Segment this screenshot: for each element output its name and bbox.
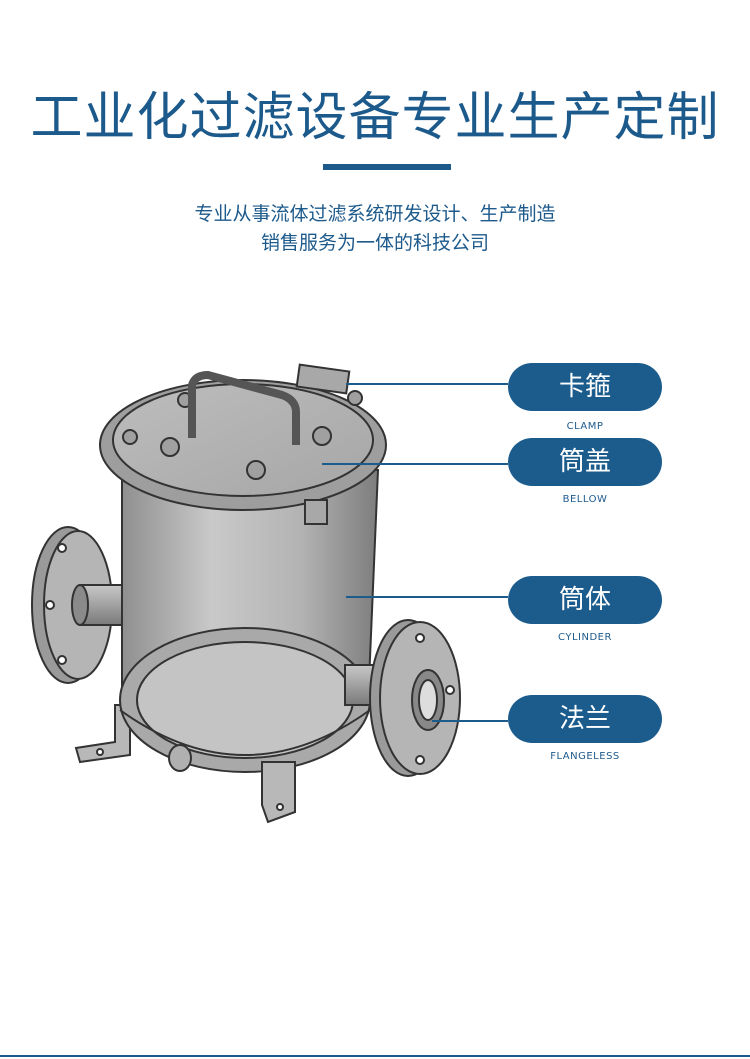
label-clamp: 卡箍 xyxy=(508,363,662,411)
caption-flange: FLANGELESS xyxy=(550,751,620,762)
page-title: 工业化过滤设备专业生产定制 xyxy=(30,88,720,148)
caption-clamp: CLAMP xyxy=(566,421,604,432)
subtitle-line-2: 销售服务为一体的科技公司 xyxy=(260,232,489,254)
left-flange xyxy=(31,526,136,684)
front-leg xyxy=(261,761,296,824)
drain-port xyxy=(168,744,192,772)
caption-bellow: BELLOW xyxy=(562,494,608,505)
right-flange xyxy=(344,619,461,777)
title-underline xyxy=(323,164,451,170)
cylinder-body xyxy=(119,469,380,773)
label-cylinder: 筒体 xyxy=(508,576,662,624)
subtitle-line-1: 专业从事流体过滤系统研发设计、生产制造 xyxy=(194,203,556,225)
bottom-divider xyxy=(0,1055,750,1057)
leader-lines xyxy=(322,383,508,722)
lid xyxy=(99,363,387,525)
caption-cylinder: CYLINDER xyxy=(558,632,612,643)
label-flange: 法兰 xyxy=(508,695,662,743)
label-bellow: 筒盖 xyxy=(508,438,662,486)
